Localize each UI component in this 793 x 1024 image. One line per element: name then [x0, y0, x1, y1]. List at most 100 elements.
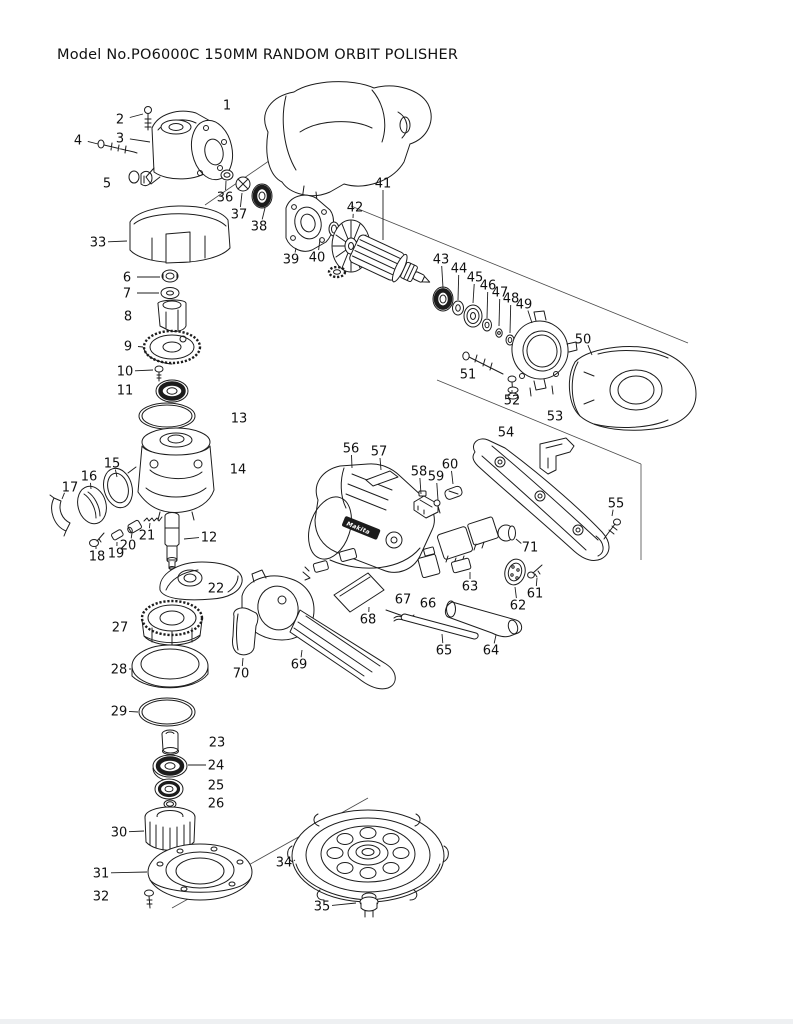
part-callout-61: 61	[527, 587, 544, 602]
bearing-24	[152, 754, 188, 782]
scan-edge	[0, 1019, 793, 1024]
part-callout-25: 25	[208, 779, 225, 794]
leader-line-60	[451, 470, 454, 485]
screw-59	[433, 499, 441, 514]
sticker-57	[365, 470, 399, 487]
leader-line-46	[486, 291, 489, 319]
gear-housing	[145, 110, 234, 185]
part-callout-46: 46	[480, 279, 497, 294]
part5-clamp	[128, 170, 153, 187]
leader-line-49	[527, 310, 533, 324]
leader-line-59	[436, 482, 439, 501]
part-callout-13: 13	[231, 412, 248, 427]
part-callout-43: 43	[433, 253, 450, 268]
leader-line-55	[611, 509, 614, 517]
part-callout-18: 18	[89, 550, 106, 565]
bearing-plate-39	[285, 194, 334, 252]
leader-line-47	[498, 298, 501, 327]
page-title: Model No.PO6000C 150MM RANDOM ORBIT POLI…	[57, 47, 459, 63]
bearing-38	[251, 183, 273, 209]
part-callout-31: 31	[93, 867, 110, 882]
screw-stack-52	[507, 375, 519, 400]
plate-ring-15	[103, 466, 137, 509]
part-callout-16: 16	[81, 470, 98, 485]
part-callout-17: 17	[62, 481, 79, 496]
screw-51	[462, 351, 504, 375]
field-coil-50	[568, 346, 697, 431]
part-callout-50: 50	[575, 333, 592, 348]
leader-line-37	[239, 192, 243, 208]
part-callout-59: 59	[428, 470, 445, 485]
leader-line-10	[134, 369, 154, 372]
connector-parts	[302, 548, 358, 581]
leader-line-62	[514, 586, 517, 599]
leader-line-48	[509, 304, 512, 334]
washer-44	[452, 300, 464, 316]
part-callout-39: 39	[283, 253, 300, 268]
bearing-11	[155, 379, 189, 403]
part-callout-64: 64	[483, 644, 500, 659]
part-callout-68: 68	[360, 613, 377, 628]
leader-line-64	[493, 634, 497, 644]
leader-line-33	[107, 240, 128, 243]
part-callout-41: 41	[375, 177, 392, 192]
handle-housing-upper	[472, 438, 610, 562]
part-callout-71: 71	[522, 541, 539, 556]
part-callout-60: 60	[442, 458, 459, 473]
leader-line-20	[130, 532, 133, 539]
part-callout-5: 5	[103, 177, 111, 192]
part-callout-30: 30	[111, 826, 128, 841]
o-ring-29	[138, 697, 196, 727]
leader-line-40	[318, 238, 321, 251]
part-callout-23: 23	[209, 736, 226, 751]
bearing-retainer-49	[511, 310, 578, 397]
leader-line-50	[587, 344, 593, 356]
motor-housing: Makita	[308, 463, 435, 573]
leader-line-38	[261, 207, 266, 220]
bearing-box-14	[137, 427, 215, 521]
sleeve-23	[161, 729, 179, 755]
leader-line-16	[90, 482, 92, 490]
leader-line-17	[61, 492, 65, 500]
part-callout-29: 29	[111, 705, 128, 720]
screw-61	[527, 564, 543, 579]
leader-line-21	[148, 522, 151, 529]
leader-line-71	[515, 538, 522, 544]
leader-line-35	[331, 902, 357, 906]
bearing-43	[432, 286, 454, 312]
leader-line-44	[457, 274, 460, 301]
part-callout-40: 40	[309, 251, 326, 266]
part-callout-56: 56	[343, 442, 360, 457]
part-callout-52: 52	[504, 394, 521, 409]
cord-65	[385, 609, 479, 640]
collar-30	[144, 806, 196, 852]
dust-cover	[129, 205, 231, 264]
part-callout-66: 66	[420, 597, 437, 612]
part-callout-58: 58	[411, 465, 428, 480]
leader-line-70	[241, 657, 244, 667]
clamp-17	[49, 494, 71, 537]
leader-line-31	[110, 871, 148, 874]
cover-70	[231, 607, 259, 656]
ring-gear-27	[140, 599, 204, 647]
washer-47	[495, 328, 503, 338]
nut-6	[161, 269, 179, 283]
leader-line-15	[114, 469, 118, 478]
part-callout-53: 53	[547, 410, 564, 425]
part-callout-20: 20	[120, 539, 137, 554]
part-callout-55: 55	[608, 497, 625, 512]
part-callout-36: 36	[217, 191, 234, 206]
spindle-12	[164, 512, 180, 570]
part-callout-38: 38	[251, 220, 268, 235]
sheet-68	[333, 572, 385, 613]
controller-63	[436, 516, 499, 574]
bearing-25	[154, 778, 184, 800]
part-callout-37: 37	[231, 208, 248, 223]
part-callout-19: 19	[108, 547, 125, 562]
screw-32	[144, 889, 154, 909]
o-ring-13	[138, 402, 196, 430]
part-callout-9: 9	[124, 340, 132, 355]
leader-line-4	[87, 140, 99, 145]
part-callout-51: 51	[460, 368, 477, 383]
